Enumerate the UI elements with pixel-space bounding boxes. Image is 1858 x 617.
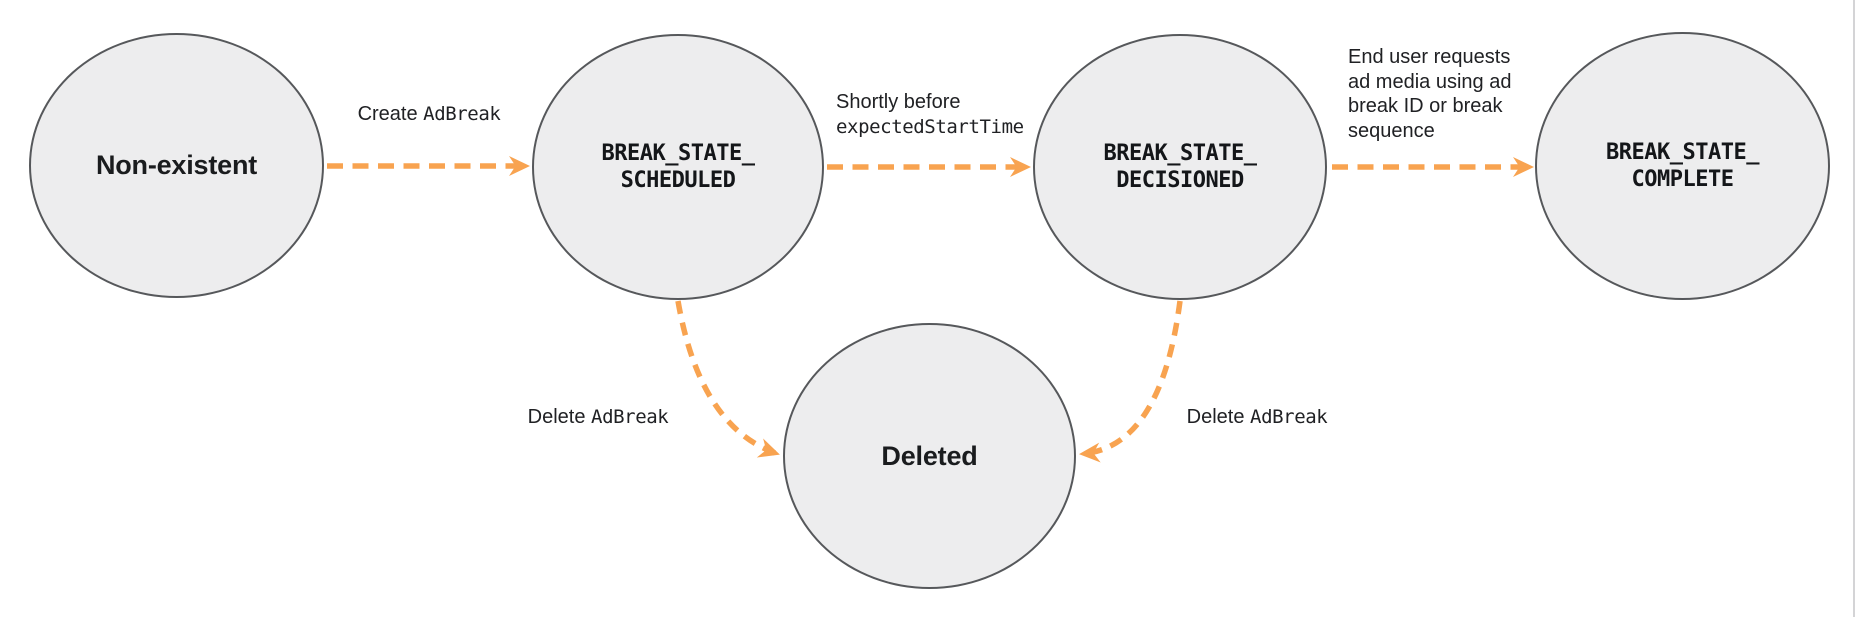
state-scheduled-label: BREAK_STATE_SCHEDULED (601, 141, 755, 193)
content-right-border (1853, 0, 1855, 617)
state-deleted: Deleted (783, 323, 1076, 589)
state-complete-label: BREAK_STATE_COMPLETE (1606, 140, 1759, 192)
transition-label-create-adbreak: Create AdBreak (357, 103, 501, 125)
state-break-state-scheduled: BREAK_STATE_SCHEDULED (532, 34, 824, 300)
state-break-state-decisioned: BREAK_STATE_DECISIONED (1033, 34, 1327, 300)
arrow-delete-from-decisioned (1079, 300, 1183, 463)
state-decisioned-label: BREAK_STATE_DECISIONED (1103, 141, 1257, 193)
state-deleted-label: Deleted (881, 440, 978, 471)
state-break-state-complete: BREAK_STATE_COMPLETE (1535, 32, 1830, 300)
transition-label-delete-adbreak-left: Delete AdBreak (527, 406, 669, 428)
state-non-existent: Non-existent (29, 33, 324, 298)
transition-label-shortly-before: Shortly before expectedStartTime (836, 91, 1024, 138)
arrow-delete-from-scheduled (675, 300, 780, 458)
state-non-existent-label: Non-existent (95, 150, 258, 180)
transition-label-end-user-requests: End user requests ad media using ad brea… (1348, 46, 1512, 142)
transition-label-delete-adbreak-right: Delete AdBreak (1186, 406, 1328, 428)
